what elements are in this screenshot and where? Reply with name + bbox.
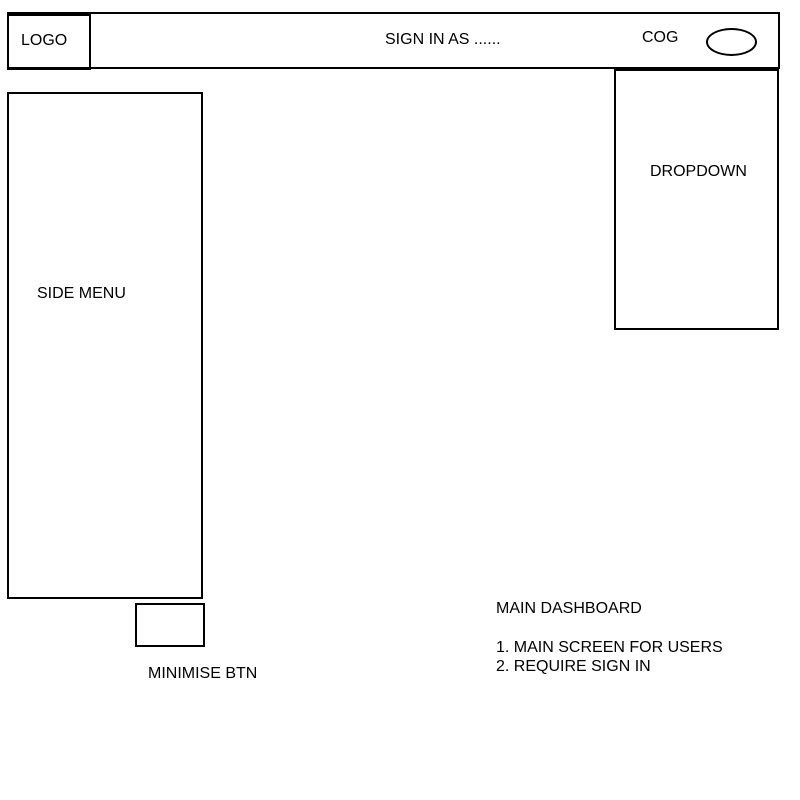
avatar[interactable] <box>706 28 757 56</box>
signed-in-as-text: SIGN IN AS ...... <box>385 31 501 48</box>
cog-label[interactable]: COG <box>642 29 679 46</box>
side-menu[interactable] <box>7 92 203 599</box>
dashboard-note-item: 2. REQUIRE SIGN IN <box>496 658 651 675</box>
side-menu-label: SIDE MENU <box>37 285 126 302</box>
minimise-button[interactable] <box>135 603 205 647</box>
dashboard-title: MAIN DASHBOARD <box>496 600 642 617</box>
logo-label: LOGO <box>21 32 68 49</box>
dashboard-note-item: 1. MAIN SCREEN FOR USERS <box>496 639 723 656</box>
dropdown-panel[interactable] <box>614 69 779 330</box>
logo[interactable] <box>7 14 91 70</box>
dashboard-notes: 1. MAIN SCREEN FOR USERS 2. REQUIRE SIGN… <box>496 638 723 676</box>
minimise-button-label: MINIMISE BTN <box>148 665 258 682</box>
dropdown-label: DROPDOWN <box>650 163 747 180</box>
